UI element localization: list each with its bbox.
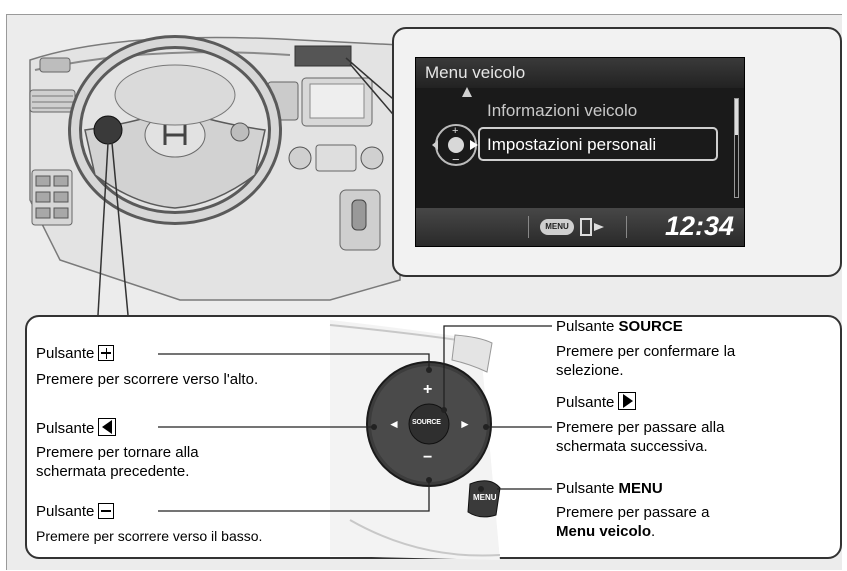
vent-slats — [32, 95, 73, 109]
dial-left-icon — [432, 140, 438, 150]
source-description-2: selezione. — [556, 362, 624, 379]
audio-screen-glass — [309, 83, 365, 119]
leader-source — [443, 325, 552, 410]
left-button-description-1: Premere per tornare alla — [36, 444, 199, 461]
left-arrow-box-icon — [98, 418, 117, 436]
leader-line-left — [97, 142, 109, 316]
source-button — [408, 403, 450, 445]
pad-left-symbol: ◄ — [388, 417, 400, 431]
pad-right-symbol: ► — [459, 417, 471, 431]
menu-description-end: . — [651, 523, 656, 540]
status-divider — [528, 216, 529, 238]
climate-knob-left — [288, 146, 312, 170]
multi-info-display: Menu veicolo + − Informazioni veicolo Im… — [415, 57, 745, 247]
source-caption-prefix: Pulsante — [556, 318, 615, 335]
menu-chip-icon: MENU — [540, 219, 574, 235]
plus-box-icon — [98, 345, 115, 361]
menu-description-2: Menu veicolo. — [556, 522, 655, 541]
leader-endpoints — [371, 367, 489, 492]
source-button-label: SOURCE — [412, 419, 441, 426]
source-caption-bold: SOURCE — [618, 318, 683, 335]
upper-button-shape — [451, 334, 493, 373]
plus-button-name: Pulsante — [36, 345, 95, 362]
pad-plus-symbol: + — [423, 381, 433, 398]
source-button-caption: Pulsante SOURCE — [556, 317, 683, 336]
dial-minus-icon: − — [452, 152, 460, 167]
up-arrow-icon — [462, 87, 472, 97]
instrument-cluster — [114, 64, 236, 126]
menu-description-bold: Menu veicolo — [556, 523, 652, 540]
steering-right-controls — [230, 122, 250, 142]
status-divider — [626, 216, 627, 238]
right-button-description-2: schermata successiva. — [556, 438, 708, 455]
right-arrow-box-icon — [618, 392, 637, 410]
left-button-description-2: schermata precedente. — [36, 463, 190, 480]
climate-panel — [315, 144, 357, 172]
minus-button-name: Pulsante — [36, 503, 95, 520]
right-button-name: Pulsante — [556, 394, 615, 411]
climate-knob-right — [360, 146, 384, 170]
pad-minus-symbol: − — [423, 449, 433, 466]
leader-plus — [158, 353, 430, 370]
plus-button-description: Premere per scorrere verso l'alto. — [36, 371, 259, 388]
left-switches — [35, 175, 69, 219]
scrollbar-thumb — [735, 99, 738, 135]
display-clock: 12:34 — [664, 211, 734, 241]
display-nav-graphics: + − — [432, 87, 478, 167]
page-forward-icon — [580, 218, 604, 236]
top-display — [294, 45, 352, 67]
right-button-label: Pulsante — [556, 392, 637, 412]
selector-center-icon — [448, 137, 464, 153]
leader-minus — [158, 480, 430, 512]
steering-wheel-hub — [84, 117, 266, 209]
gear-shifter — [351, 199, 367, 231]
minus-button-label: Pulsante — [36, 502, 115, 521]
left-button-name: Pulsante — [36, 420, 95, 437]
menu-item-personal-settings: Impostazioni personali — [487, 135, 657, 154]
menu-button — [467, 480, 501, 518]
display-scrollbar — [734, 98, 739, 198]
source-description-1: Premere per confermare la — [556, 343, 736, 360]
leader-line-right — [111, 142, 129, 316]
selection-highlight — [478, 127, 718, 161]
left-vent — [39, 57, 71, 73]
steering-wheel-highlight — [71, 38, 279, 222]
menu-item-vehicle-info: Informazioni veicolo — [487, 101, 638, 120]
menu-caption-prefix: Pulsante — [556, 480, 615, 497]
plus-button-label: Pulsante — [36, 344, 115, 363]
menu-button-label: MENU — [473, 493, 497, 502]
left-button-label: Pulsante — [36, 418, 117, 438]
honda-logo — [163, 125, 187, 145]
display-title: Menu veicolo — [416, 58, 744, 88]
wheel-lower-edge — [349, 519, 501, 557]
minus-button-description: Premere per scorrere verso il basso. — [36, 528, 263, 544]
right-button-description-1: Premere per passare alla — [556, 419, 725, 436]
minus-box-icon — [98, 503, 115, 519]
dial-plus-icon: + — [452, 125, 458, 137]
dial-right-icon — [470, 140, 478, 150]
menu-description-1: Premere per passare a — [556, 504, 710, 521]
menu-caption-bold: MENU — [618, 480, 663, 497]
display-status-bar: MENU 12:34 — [416, 208, 744, 246]
menu-button-caption: Pulsante MENU — [556, 479, 663, 498]
